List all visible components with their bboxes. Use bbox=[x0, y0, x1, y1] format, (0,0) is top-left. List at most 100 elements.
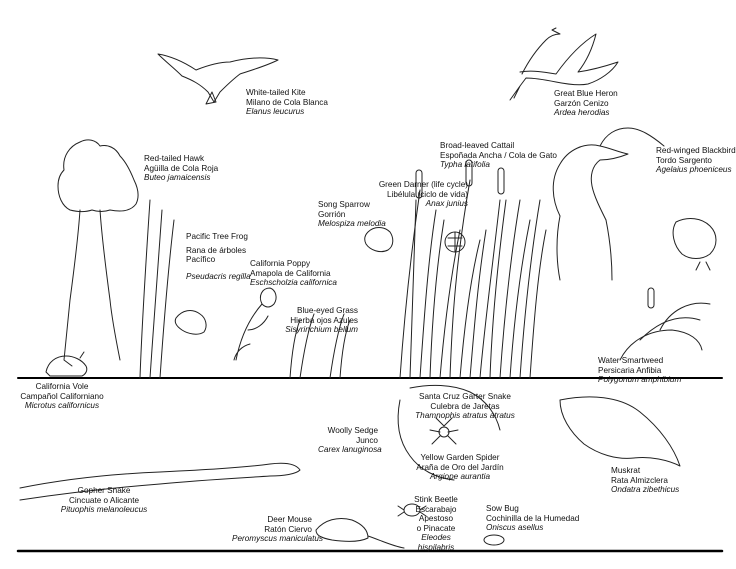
sedge-spanish-name: Junco bbox=[356, 435, 378, 445]
hawk-common-name: Red-tailed Hawk bbox=[144, 154, 205, 163]
smartweed-spanish-name: Persicaria Anfibia bbox=[598, 365, 662, 375]
treefrog-common-name: Pacific Tree Frog bbox=[186, 232, 248, 241]
sowbug-scientific-name: Oniscus asellus bbox=[486, 523, 544, 533]
heron-spanish-name: Garzón Cenizo bbox=[554, 98, 609, 108]
reed-stems bbox=[139, 179, 547, 379]
treefrog-spanish-name-2: Pacífico bbox=[186, 255, 216, 265]
tree-silhouette bbox=[57, 139, 139, 367]
grass-spanish-name: Hierba ojos Azules bbox=[290, 315, 358, 325]
mouse-silhouette bbox=[315, 517, 405, 549]
hawk-spanish-name: Agüilla de Cola Roja bbox=[144, 163, 219, 173]
darner-scientific-name: Anax junius bbox=[425, 199, 468, 209]
label-beetle: Stink Beetle Escarabajo Apestoso o Pinac… bbox=[402, 495, 470, 553]
label-kite: White-tailed Kite Milano de Cola Blanca … bbox=[246, 88, 328, 117]
beetle-common-name: Stink Beetle bbox=[414, 495, 458, 504]
mouse-scientific-name: Peromyscus maniculatus bbox=[232, 534, 324, 544]
gopher-scientific-name: Pituophis melanoleucus bbox=[60, 505, 148, 515]
label-treefrog: Pacific Tree Frog Rana de árboles Pacífi… bbox=[186, 232, 251, 281]
label-spider: Yellow Garden Spider Araña de Oro del Ja… bbox=[410, 453, 510, 482]
label-smartweed: Water Smartweed Persicaria Anfibia Polyg… bbox=[598, 356, 681, 385]
heron-flying-silhouette bbox=[509, 27, 619, 101]
muskrat-spanish-name: Rata Almizclera bbox=[611, 475, 668, 485]
sparrow-silhouette bbox=[364, 227, 394, 253]
sowbug-silhouette bbox=[483, 534, 505, 546]
label-vole: California Vole Campañol Californiano Mi… bbox=[10, 382, 114, 411]
muskrat-silhouette bbox=[559, 396, 681, 467]
kite-silhouette bbox=[157, 53, 279, 105]
garter-snake-silhouette bbox=[397, 384, 501, 481]
dragonfly-silhouette bbox=[444, 231, 466, 253]
sparrow-common-name: Song Sparrow bbox=[318, 200, 370, 209]
label-blackbird: Red-winged Blackbird Tordo Sargento Agel… bbox=[656, 146, 736, 175]
label-heron: Great Blue Heron Garzón Cenizo Ardea her… bbox=[554, 89, 618, 118]
label-sedge: Woolly Sedge Junco Carex lanuginosa bbox=[318, 426, 382, 455]
garter-common-name: Santa Cruz Garter Snake bbox=[419, 392, 511, 401]
beetle-spanish-name-3: o Pinacate bbox=[416, 523, 456, 533]
beetle-scientific-name-2: hispilabris bbox=[417, 542, 455, 552]
sparrow-spanish-name: Gorrión bbox=[318, 209, 346, 219]
kite-scientific-name: Elanus leucurus bbox=[246, 107, 305, 117]
poppy-common-name: California Poppy bbox=[250, 259, 311, 268]
poppy-scientific-name: Eschscholzia californica bbox=[250, 278, 337, 288]
hawk-scientific-name: Buteo jamaicensis bbox=[144, 173, 211, 183]
spider-common-name: Yellow Garden Spider bbox=[420, 453, 500, 462]
label-darner: Green Darner (life cycle) Libélula (cicl… bbox=[330, 180, 468, 209]
sowbug-spanish-name: Cochinilla de la Humedad bbox=[486, 513, 580, 523]
mouse-common-name: Deer Mouse bbox=[267, 515, 312, 524]
mouse-spanish-name: Ratón Ciervo bbox=[264, 524, 312, 534]
sparrow-scientific-name: Melospiza melodia bbox=[318, 219, 386, 229]
vole-silhouette bbox=[45, 351, 88, 377]
darner-common-name: Green Darner (life cycle) bbox=[378, 180, 468, 189]
sedge-common-name: Woolly Sedge bbox=[327, 426, 378, 435]
label-grass: Blue-eyed Grass Hierba ojos Azules Sisyr… bbox=[272, 306, 358, 335]
label-garter: Santa Cruz Garter Snake Culebra de Jaret… bbox=[410, 392, 520, 421]
blackbird-spanish-name: Tordo Sargento bbox=[656, 155, 712, 165]
heron-common-name: Great Blue Heron bbox=[554, 89, 618, 98]
poppy-plant bbox=[233, 287, 277, 361]
heron-scientific-name: Ardea herodias bbox=[554, 108, 610, 118]
label-poppy: California Poppy Amapola de California E… bbox=[250, 259, 337, 288]
blackbird-scientific-name: Agelaius phoeniceus bbox=[656, 165, 732, 175]
cattail-spanish-name: Espoñada Ancha / Cola de Gato bbox=[440, 150, 557, 160]
grass-common-name: Blue-eyed Grass bbox=[297, 306, 358, 315]
treefrog-silhouette bbox=[174, 310, 207, 335]
heron-standing-silhouette bbox=[552, 127, 665, 281]
cattail-common-name: Broad-leaved Cattail bbox=[440, 141, 515, 150]
spider-spanish-name: Araña de Oro del Jardín bbox=[416, 462, 504, 472]
label-gopher: Gopher Snake Cincuate o Alicante Pituoph… bbox=[48, 486, 160, 515]
label-hawk: Red-tailed Hawk Agüilla de Cola Roja But… bbox=[144, 154, 218, 183]
label-sparrow: Song Sparrow Gorrión Melospiza melodia bbox=[318, 200, 386, 229]
label-muskrat: Muskrat Rata Almizclera Ondatra zibethic… bbox=[611, 466, 679, 495]
kite-common-name: White-tailed Kite bbox=[246, 88, 306, 97]
sedge-scientific-name: Carex lanuginosa bbox=[318, 445, 382, 455]
vole-spanish-name: Campañol Californiano bbox=[20, 391, 104, 401]
muskrat-scientific-name: Ondatra zibethicus bbox=[611, 485, 680, 495]
label-sowbug: Sow Bug Cochinilla de la Humedad Oniscus… bbox=[486, 504, 579, 533]
spider-scientific-name: Argiope aurantia bbox=[429, 472, 491, 482]
cattail-heads bbox=[415, 159, 655, 309]
cattail-scientific-name: Typha latifolia bbox=[440, 160, 490, 170]
label-mouse: Deer Mouse Ratón Ciervo Peromyscus manic… bbox=[232, 515, 324, 544]
kite-spanish-name: Milano de Cola Blanca bbox=[246, 97, 328, 107]
smartweed-common-name: Water Smartweed bbox=[598, 356, 664, 365]
smartweed-plant bbox=[619, 302, 711, 361]
beetle-scientific-name-1: Eleodes bbox=[421, 533, 451, 543]
treefrog-scientific-name: Pseudacris regilla bbox=[186, 271, 251, 281]
beetle-silhouette bbox=[397, 503, 427, 517]
label-cattail: Broad-leaved Cattail Espoñada Ancha / Co… bbox=[440, 141, 557, 170]
darner-spanish-name: Libélula (ciclo de vida) bbox=[386, 189, 468, 199]
vole-common-name: California Vole bbox=[35, 382, 89, 391]
garter-spanish-name: Culebra de Jaretas bbox=[430, 401, 500, 411]
treefrog-label-gap-2 bbox=[186, 265, 251, 272]
beetle-spanish-name-1: Escarabajo bbox=[415, 504, 457, 514]
gopher-snake-silhouette bbox=[19, 462, 301, 501]
garter-scientific-name: Thamnophis atratus atratus bbox=[415, 411, 515, 421]
blackbird-common-name: Red-winged Blackbird bbox=[656, 146, 736, 155]
sowbug-common-name: Sow Bug bbox=[486, 504, 519, 513]
poppy-spanish-name: Amapola de California bbox=[250, 268, 331, 278]
treefrog-spanish-name-1: Rana de árboles bbox=[186, 245, 247, 255]
beetle-spanish-name-2: Apestoso bbox=[418, 514, 454, 524]
gopher-common-name: Gopher Snake bbox=[77, 486, 131, 495]
